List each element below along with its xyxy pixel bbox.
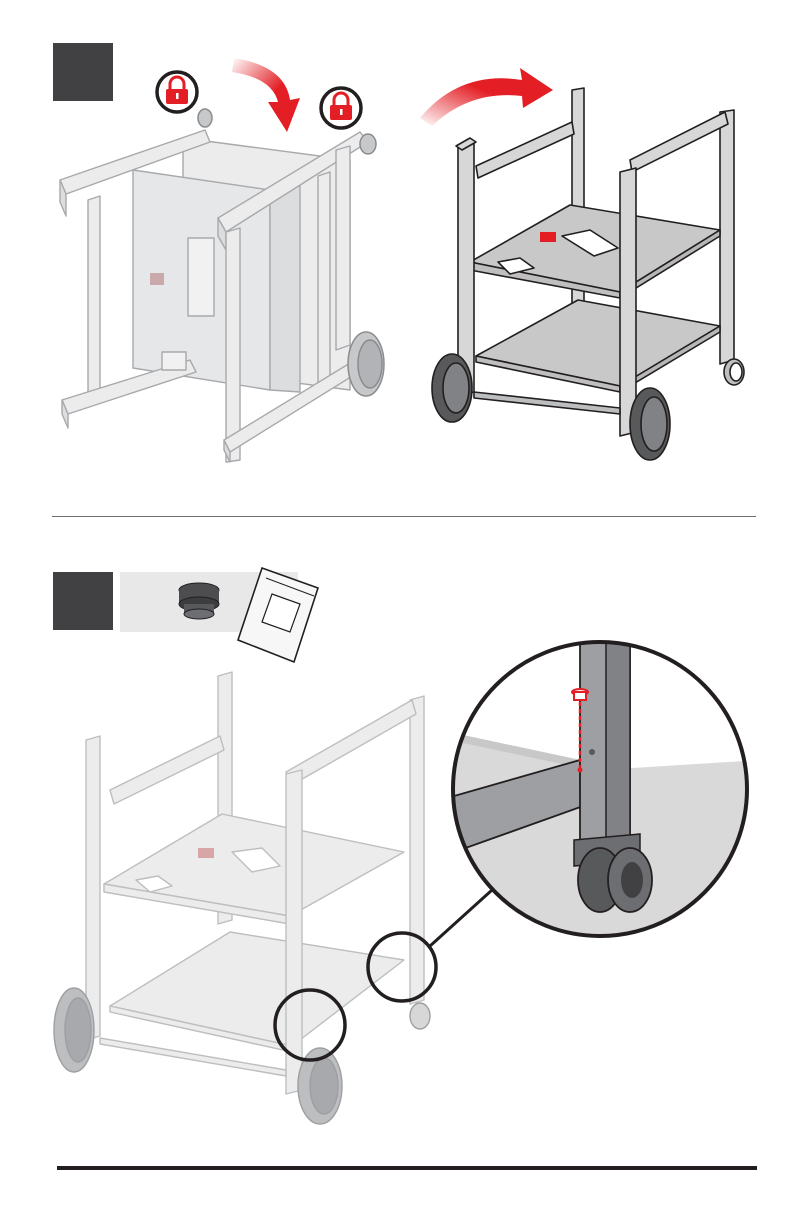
footer-rule <box>57 1166 757 1170</box>
